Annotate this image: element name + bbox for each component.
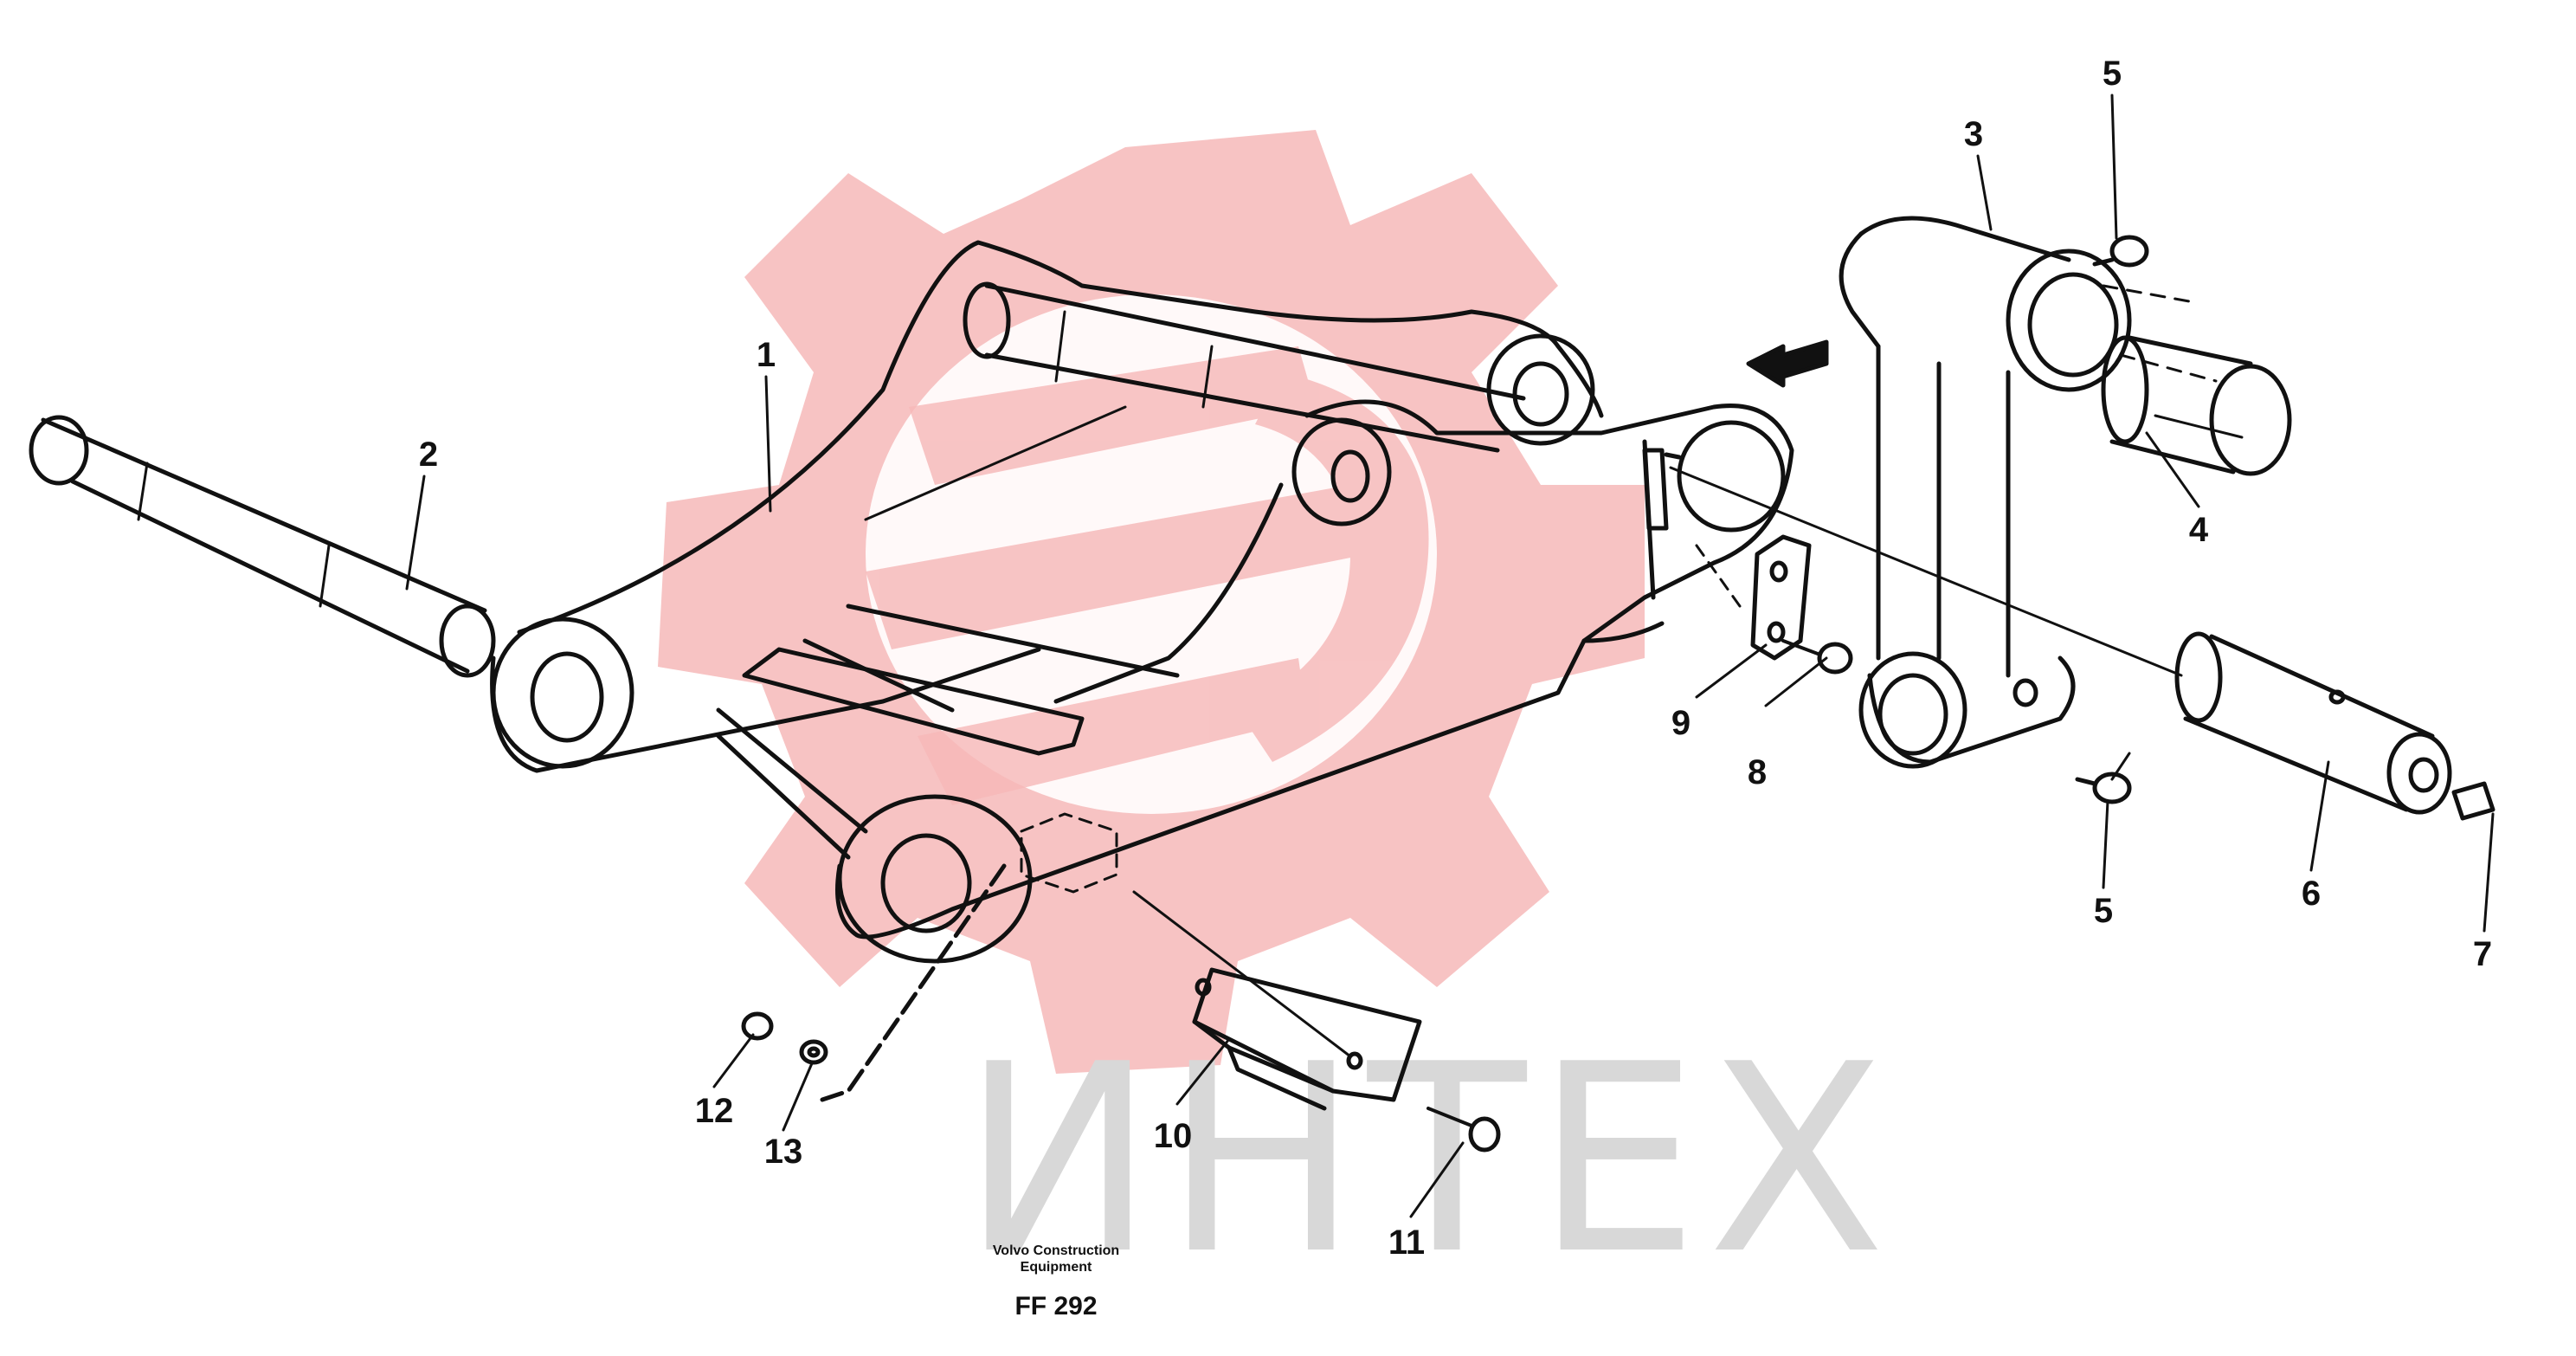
- callout-6: 6: [2301, 875, 2322, 913]
- callout-1: 1: [756, 336, 776, 374]
- callout-9: 9: [1671, 704, 1691, 742]
- grease-nipple-5-top: [2092, 235, 2149, 268]
- pin-6: [2174, 631, 2452, 815]
- callout-11: 11: [1388, 1224, 1426, 1262]
- bolt-8: [1781, 639, 1853, 675]
- pin-2: [29, 415, 496, 678]
- caption-manufacturer: Volvo Construction: [992, 1243, 1120, 1258]
- callout-4: 4: [2188, 511, 2209, 549]
- callout-10: 10: [1153, 1117, 1193, 1155]
- grease-nipple-5-bottom: [2075, 772, 2132, 804]
- callout-13: 13: [763, 1133, 803, 1171]
- bracket-plate: [1642, 448, 1682, 531]
- callout-3: 3: [1963, 115, 1984, 153]
- callout-12: 12: [694, 1092, 734, 1130]
- arm-3: [1839, 216, 2132, 769]
- callout-5-bottom: 5: [2093, 892, 2114, 930]
- guard-10: [1192, 967, 1422, 1111]
- plug-7: [2451, 781, 2496, 821]
- caption-block: Volvo Construction Equipment FF 292: [969, 1243, 1143, 1322]
- washer-13: [799, 1039, 828, 1065]
- callout-2: 2: [418, 436, 439, 474]
- bushing-4: [2101, 335, 2292, 476]
- plate-9: [1750, 534, 1812, 661]
- bolt-11: [1426, 1107, 1501, 1153]
- caption-manufacturer-line2: Equipment: [1020, 1260, 1092, 1275]
- callout-7: 7: [2472, 935, 2493, 973]
- nut-12: [741, 1011, 774, 1041]
- caption-code: FF 292: [1014, 1292, 1098, 1321]
- watermark-text: ИНТЕХ: [961, 1009, 1895, 1311]
- link-frame-1: [490, 240, 1794, 964]
- callout-8: 8: [1747, 753, 1768, 791]
- callout-5-top: 5: [2102, 55, 2122, 93]
